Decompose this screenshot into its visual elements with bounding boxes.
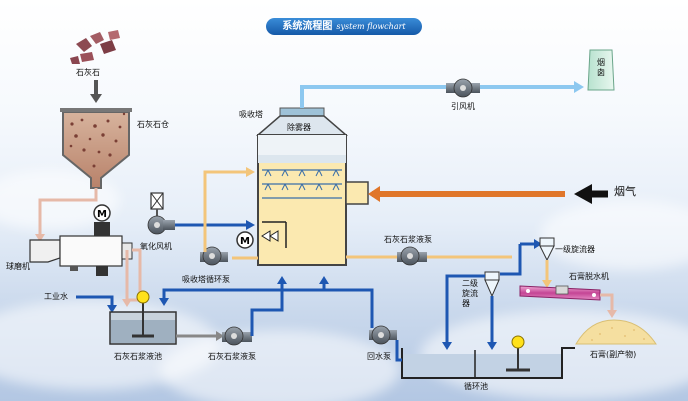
cyclone-1 [539, 237, 555, 262]
cyclone-2-label: 二级旋流器 [462, 279, 478, 308]
clean-gas-duct [300, 85, 448, 108]
arrow-head [534, 239, 542, 249]
arrow-head [246, 167, 255, 177]
motor-symbol: M [97, 209, 107, 220]
gypsum-outlet-pipe [600, 293, 614, 312]
cyclone-overflow-pipe [500, 244, 522, 276]
slurry-pump-upper [397, 246, 427, 266]
arrow-head [216, 331, 224, 341]
ball-mill-label: 球磨机 [6, 262, 30, 271]
gypsum-label: 石膏(副产物) [590, 350, 637, 359]
circulation-tank-label: 循环池 [464, 382, 488, 391]
arrow-head [122, 299, 132, 307]
return-pump [369, 325, 397, 345]
cloud [160, 330, 400, 401]
arrow-head [574, 184, 592, 204]
arrow-head [368, 186, 380, 202]
return-pipe [395, 340, 402, 362]
return-water-pipe [162, 288, 324, 300]
title-en: system flowchart [336, 22, 406, 31]
recirculation-pipe [203, 170, 248, 252]
agitator-icon [261, 230, 279, 242]
return-pump-label: 回水泵 [367, 352, 391, 361]
chimney-label: 烟囱 [597, 58, 605, 77]
arrow-head [246, 220, 255, 230]
return-water-pipe [322, 282, 374, 328]
arrow-head [35, 234, 45, 242]
demister-label: 除雾器 [287, 123, 311, 132]
ball-mill [29, 222, 133, 276]
arrow-head [542, 280, 552, 288]
gypsum-dewatering-machine [519, 285, 601, 301]
limestone-bin-label: 石灰石仓 [137, 120, 169, 129]
gypsum-pile [575, 319, 657, 345]
limestone-bin [60, 108, 132, 189]
cyclone-2 [484, 271, 500, 298]
title-cn: 系统流程图 [282, 21, 333, 32]
process-water-pipe [76, 295, 114, 306]
arrow-head [90, 94, 102, 103]
cyclone-1-label: 一级旋流器 [555, 245, 595, 254]
cloud [540, 200, 688, 270]
slurry-tank-label: 石灰石浆液池 [114, 352, 162, 361]
chimney [587, 49, 615, 91]
oxidation-fan-label: 氧化风机 [140, 242, 172, 251]
cyclone-2-overflow [445, 274, 485, 344]
process-water-label: 工业水 [44, 292, 68, 301]
slurry-pump-lower [222, 326, 252, 346]
arrow-head [607, 310, 617, 318]
slurry-tank [109, 290, 177, 345]
induced-fan-label: 引风机 [451, 102, 475, 111]
motor-icon [236, 231, 254, 249]
slurry-feed-pipe [250, 282, 284, 336]
absorber-tower [255, 107, 369, 266]
arrow-head [159, 298, 169, 306]
slurry-pump-lower-label: 石灰石浆液泵 [208, 352, 256, 361]
arrow-head [277, 276, 287, 284]
circulation-pump [200, 246, 228, 266]
absorber-label: 吸收塔 [239, 110, 263, 119]
arrow-head [319, 276, 329, 284]
arrow-head [442, 342, 452, 350]
arrow-head [107, 305, 117, 313]
gypsum-dewatering-label: 石膏脱水机 [569, 272, 609, 281]
motor-symbol: M [240, 236, 250, 247]
oxidation-fan-filter [150, 192, 164, 216]
circulation-tank [401, 335, 575, 379]
flue-gas-label: 烟气 [614, 185, 636, 198]
limestone-rocks [70, 30, 120, 64]
circulation-pump-label: 吸收塔循环泵 [182, 275, 230, 284]
feed-pipe [38, 188, 98, 236]
limestone-label: 石灰石 [76, 68, 100, 77]
arrow-head [487, 342, 497, 350]
induced-fan [446, 78, 480, 98]
mill-outlet-pipe [127, 248, 142, 302]
oxidation-fan [147, 215, 175, 235]
arrow-head [574, 81, 584, 93]
gypsum-texture [591, 327, 645, 341]
slurry-pump-upper-label: 石灰石浆液泵 [384, 235, 432, 244]
motor-icon [93, 204, 111, 222]
